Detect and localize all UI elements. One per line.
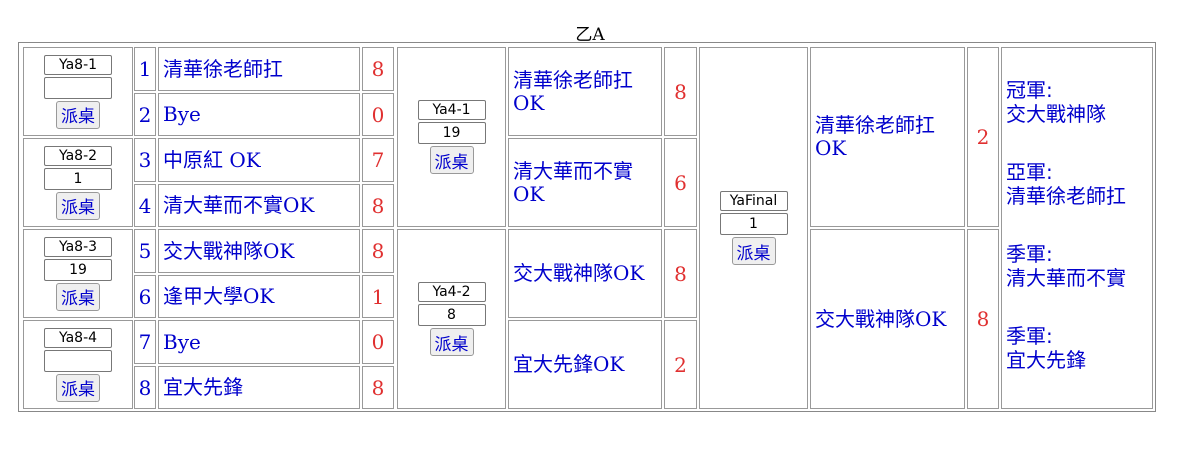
- bracket-table: Ya8-1 派桌 Ya8-2 派桌 Ya8-3 派桌 Ya8-4 派桌 1 2 …: [18, 42, 1156, 412]
- table-number-input[interactable]: [44, 76, 112, 99]
- assign-table-button[interactable]: 派桌: [56, 191, 100, 220]
- table-number-input[interactable]: [719, 213, 788, 235]
- table-number-input[interactable]: [417, 122, 486, 144]
- team-name: 交大戰神隊OK: [158, 229, 360, 273]
- team-name: 宜大先鋒: [158, 366, 360, 409]
- seed-number: 4: [134, 184, 156, 227]
- champion-label: 冠軍:: [1006, 78, 1053, 102]
- runner-up-label: 亞軍:: [1006, 160, 1053, 184]
- team-score: 8: [664, 229, 697, 318]
- table-number-input[interactable]: [44, 258, 112, 281]
- team-name: 清華徐老師扛OK: [810, 47, 965, 227]
- team-score: 8: [362, 229, 394, 273]
- seed-number: 3: [134, 138, 156, 182]
- team-name: 宜大先鋒OK: [508, 320, 662, 409]
- third-place-team: 清大華而不實: [1006, 266, 1126, 290]
- assign-table-button[interactable]: 派桌: [731, 237, 776, 265]
- team-score: 8: [664, 47, 697, 136]
- third-place-label: 季軍:: [1006, 324, 1053, 348]
- assign-table-button[interactable]: 派桌: [56, 373, 100, 402]
- seed-number: 2: [134, 93, 156, 136]
- team-score: 2: [664, 320, 697, 409]
- match-ya8-2-control: Ya8-2 派桌: [23, 138, 133, 227]
- assign-table-button[interactable]: 派桌: [429, 328, 474, 356]
- team-name: 清大華而不實OK: [158, 184, 360, 227]
- team-name: Bye: [158, 93, 360, 136]
- team-name: 清大華而不實OK: [508, 138, 662, 227]
- match-id-button[interactable]: Ya8-4: [44, 327, 112, 348]
- team-score: 0: [362, 320, 394, 364]
- team-score: 1: [362, 275, 394, 318]
- team-score: 2: [967, 47, 999, 227]
- match-ya8-4-control: Ya8-4 派桌: [23, 320, 133, 409]
- match-id-button[interactable]: Ya4-1: [417, 100, 486, 120]
- match-ya4-2-control: Ya4-2 派桌: [397, 229, 506, 409]
- assign-table-button[interactable]: 派桌: [56, 282, 100, 311]
- champion-team: 交大戰神隊: [1006, 102, 1106, 126]
- match-ya8-3-control: Ya8-3 派桌: [23, 229, 133, 318]
- team-name: 中原紅 OK: [158, 138, 360, 182]
- team-name: Bye: [158, 320, 360, 364]
- match-id-button[interactable]: Ya8-2: [44, 145, 112, 166]
- seed-number: 7: [134, 320, 156, 364]
- match-id-button[interactable]: YaFinal: [719, 191, 788, 211]
- runner-up-team: 清華徐老師扛: [1006, 184, 1126, 208]
- seed-number: 1: [134, 47, 156, 91]
- team-score: 8: [362, 184, 394, 227]
- match-id-button[interactable]: Ya8-3: [44, 236, 112, 257]
- table-number-input[interactable]: [417, 304, 486, 326]
- team-name: 清華徐老師扛OK: [508, 47, 662, 136]
- third-place-label: 季軍:: [1006, 242, 1053, 266]
- team-name: 交大戰神隊OK: [810, 229, 965, 409]
- assign-table-button[interactable]: 派桌: [429, 146, 474, 174]
- match-final-control: YaFinal 派桌: [699, 47, 808, 409]
- third-place-team: 宜大先鋒: [1006, 348, 1086, 372]
- final-standings: 冠軍: 交大戰神隊 亞軍: 清華徐老師扛 季軍: 清大華而不實 季軍: 宜大先鋒: [1001, 47, 1153, 409]
- team-score: 8: [362, 366, 394, 409]
- seed-number: 8: [134, 366, 156, 409]
- seed-number: 6: [134, 275, 156, 318]
- match-ya8-1-control: Ya8-1 派桌: [23, 47, 133, 136]
- team-name: 清華徐老師扛: [158, 47, 360, 91]
- team-name: 交大戰神隊OK: [508, 229, 662, 318]
- assign-table-button[interactable]: 派桌: [56, 100, 100, 129]
- team-score: 7: [362, 138, 394, 182]
- match-id-button[interactable]: Ya4-2: [417, 282, 486, 302]
- team-score: 6: [664, 138, 697, 227]
- table-number-input[interactable]: [44, 167, 112, 190]
- table-number-input[interactable]: [44, 349, 112, 372]
- team-score: 8: [967, 229, 999, 409]
- team-score: 0: [362, 93, 394, 136]
- team-name: 逢甲大學OK: [158, 275, 360, 318]
- match-id-button[interactable]: Ya8-1: [44, 54, 112, 75]
- page-title: 乙A: [575, 25, 605, 45]
- match-ya4-1-control: Ya4-1 派桌: [397, 47, 506, 227]
- seed-number: 5: [134, 229, 156, 273]
- team-score: 8: [362, 47, 394, 91]
